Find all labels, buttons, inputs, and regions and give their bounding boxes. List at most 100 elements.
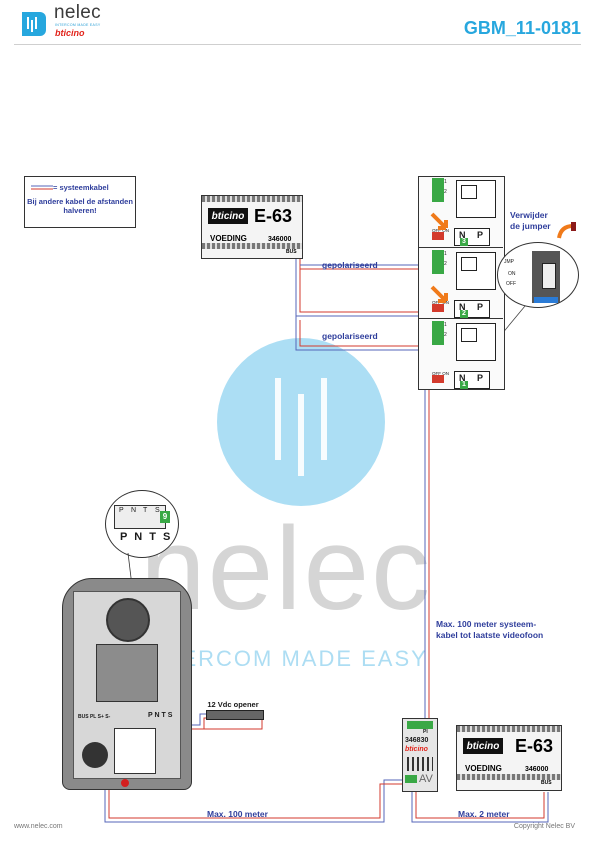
- polarised-label-2: gepolariseerd: [322, 331, 378, 341]
- monitor-unit: 1 2 OFF ON N P 2: [418, 247, 503, 318]
- monitor-screen: [461, 328, 477, 342]
- av-label: AV: [419, 773, 433, 785]
- av-dip: [407, 757, 433, 771]
- vent-grille: [202, 196, 302, 202]
- dip-switch: [432, 304, 444, 312]
- dip-switch: [432, 232, 444, 240]
- cable-polarised-2-red: [299, 320, 436, 347]
- power-supply-top: bticino E-63 VOEDING 346000 BUS: [201, 195, 303, 259]
- door-panel-face: BUS PL S+ S- P N T S: [73, 591, 181, 779]
- cable-psu-to-monitor-red: [299, 258, 436, 313]
- max-system-label: Max. 100 meter systeem-kabel tot laatste…: [436, 619, 544, 640]
- speaker-grille: [96, 644, 158, 702]
- monitor-handset: [456, 323, 496, 361]
- door-terminals: BUS PL S+ S-: [78, 714, 111, 720]
- psu-terminals: BUS: [541, 780, 552, 786]
- terminal-label: 1: [444, 322, 447, 328]
- address-number: 2: [460, 310, 468, 318]
- bticino-logo: bticino: [208, 208, 248, 224]
- monitor-stack: 1 2 OFF ON N P 3 1 2 OFF ON N P 2 1 2: [418, 176, 503, 389]
- max-100-label: Max. 100 meter: [207, 809, 268, 819]
- monitor-screen: [461, 257, 477, 271]
- jumper-slot: [542, 263, 556, 289]
- av-terminals: [407, 721, 433, 729]
- nelec-logo-icon: [22, 12, 46, 36]
- psu-part: 346000: [268, 236, 292, 243]
- bticino-logo: bticino: [463, 738, 503, 754]
- door-opener: [206, 710, 264, 720]
- terminal-label: 2: [444, 261, 447, 267]
- pnts-big-label: P N T S: [120, 531, 173, 543]
- max-2-label: Max. 2 meter: [458, 809, 510, 819]
- psu-terminals: BUS: [286, 249, 297, 255]
- footer-copyright: Copyright Nelec BV: [513, 823, 575, 830]
- psu-model: E-63: [254, 206, 293, 226]
- monitor-unit: 1 2 OFF ON N P 3: [418, 176, 503, 246]
- switch-label: OFF ON: [432, 228, 449, 233]
- psu-part: 346000: [525, 766, 549, 773]
- av-bus-terminal: [405, 775, 417, 783]
- polarised-label-1: gepolariseerd: [322, 260, 378, 270]
- document-id: GBM_11-0181: [463, 18, 581, 38]
- cable-av-psu-blue: [411, 790, 549, 823]
- terminal-label: 1: [444, 251, 447, 257]
- av-terminal-label: PI: [423, 729, 428, 735]
- call-button[interactable]: [82, 742, 108, 768]
- system-cable-label: = systeemkabel: [53, 183, 109, 192]
- terminal-label: 1: [444, 179, 447, 185]
- switch-label: OFF ON: [432, 371, 449, 376]
- arrow-icon: [430, 212, 448, 230]
- terminal-block: [432, 178, 444, 202]
- terminal-block: [432, 321, 444, 345]
- power-supply-bottom: bticino E-63 VOEDING 346000 BUS: [456, 725, 562, 791]
- footer-website[interactable]: www.nelec.com: [14, 823, 63, 830]
- cable-door-panel-red: [108, 783, 402, 819]
- jumper-label: JMP: [504, 259, 514, 265]
- psu-model: E-63: [515, 736, 554, 756]
- door-pnts: P N T S: [148, 712, 173, 719]
- partner-logo: bticino: [55, 28, 85, 38]
- cable-door-panel-blue: [104, 779, 402, 823]
- av-brand: bticino: [405, 746, 428, 753]
- pnts-block: P N T S: [114, 505, 166, 529]
- door-panel: BUS PL S+ S- P N T S: [62, 578, 192, 790]
- brand-name: nelec: [54, 2, 101, 23]
- terminal-block: [432, 250, 444, 274]
- system-cable-swatch: [31, 185, 53, 190]
- address-number: 1: [460, 381, 468, 389]
- monitor-screen: [461, 185, 477, 199]
- vent-grille: [202, 243, 302, 249]
- psu-type: VOEDING: [210, 234, 247, 243]
- jumper-connector: [534, 297, 558, 303]
- monitor-unit: 1 2 OFF ON N P 1: [418, 318, 503, 389]
- cable-note: Bij andere kabel de afstanden halveren!: [27, 197, 133, 215]
- av-part: 346830: [405, 737, 429, 744]
- watermark-logo-icon: [217, 338, 385, 506]
- monitor-handset: [456, 180, 496, 218]
- arrow-icon: [430, 285, 448, 303]
- av-module: PI 346830 bticino AV: [402, 718, 438, 792]
- brand-tagline: INTERCOM MADE EASY: [55, 23, 101, 27]
- status-led: [121, 779, 129, 787]
- vent-grille: [457, 774, 561, 780]
- terminal-label: 2: [444, 189, 447, 195]
- opener-label: 12 Vdc opener: [207, 700, 259, 709]
- terminal-label: 2: [444, 332, 447, 338]
- jumper-off-label: OFF: [506, 281, 516, 287]
- pnts-zoom: P N T S 9 P N T S: [105, 490, 179, 558]
- cable-polarised-2-blue: [295, 316, 436, 351]
- cable-av-psu-red: [415, 790, 545, 819]
- monitor-handset: [456, 252, 496, 290]
- address-number: 3: [460, 238, 468, 246]
- door-wiring-block: [114, 728, 156, 774]
- psu-type: VOEDING: [465, 764, 502, 773]
- camera-lens: [106, 598, 150, 642]
- vent-grille: [457, 726, 561, 732]
- jumper-zoom: JMP ON OFF: [497, 242, 579, 308]
- curved-arrow-icon: [557, 222, 576, 239]
- jumper-on-label: ON: [508, 271, 516, 277]
- jumper-instruction: Verwijder de jumper: [510, 210, 551, 231]
- pnts-value: 9: [160, 511, 170, 523]
- dip-switch: [432, 375, 444, 383]
- cable-legend: = systeemkabel Bij andere kabel de afsta…: [24, 176, 136, 228]
